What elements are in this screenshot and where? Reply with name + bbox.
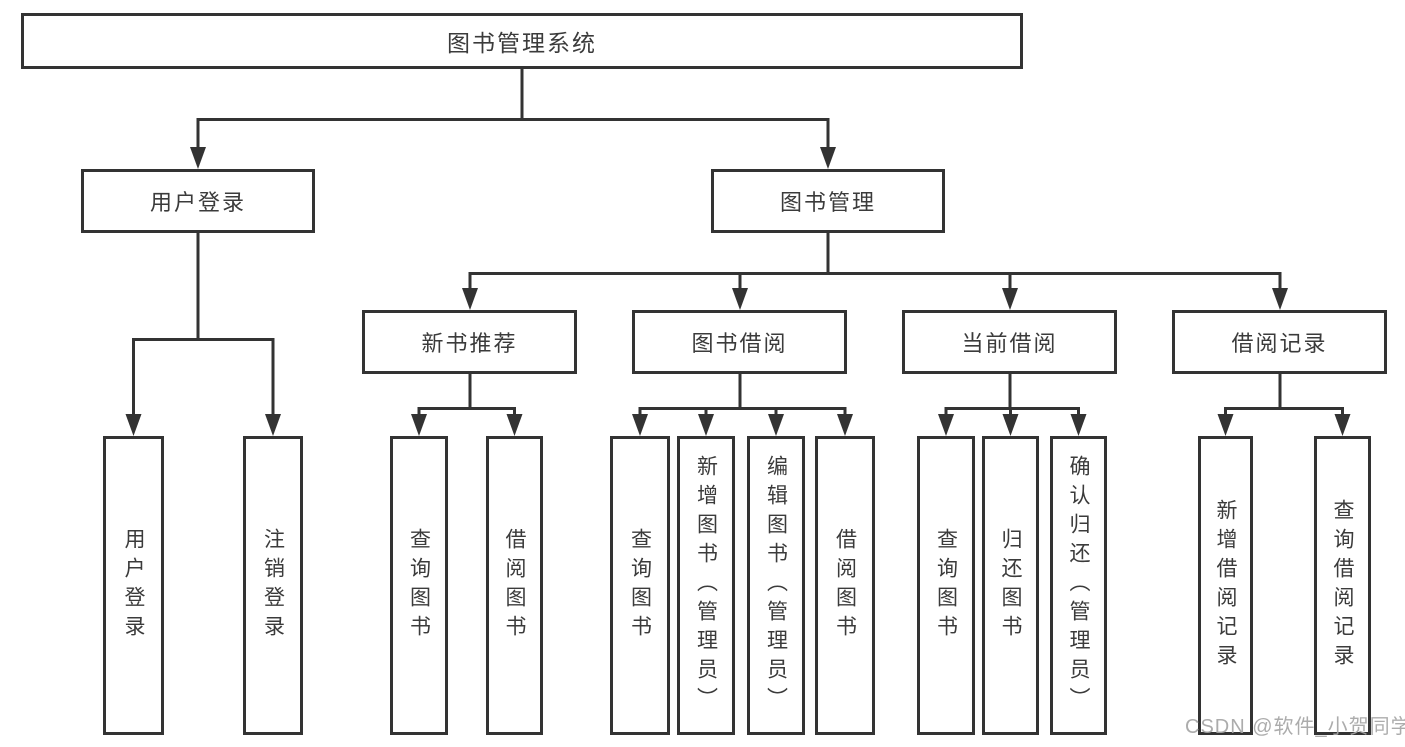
connector-login-split xyxy=(132,233,275,417)
node-label: 查询图书 xyxy=(628,527,652,644)
leaf-bb-add-books-admin: 新增图书（管理员） xyxy=(677,436,735,735)
arrow-down-icon xyxy=(1070,414,1087,436)
connector-current-borrow-split xyxy=(944,374,1080,417)
arrow-down-icon xyxy=(732,288,748,310)
node-label: 借阅记录 xyxy=(1231,331,1328,356)
arrow-down-icon xyxy=(698,414,714,436)
leaf-bb-edit-books-admin: 编辑图书（管理员） xyxy=(747,436,805,735)
arrow-down-icon xyxy=(265,414,281,436)
leaf-logout: 注销登录 xyxy=(243,436,303,735)
leaf-cb-return-books: 归还图书 xyxy=(982,436,1039,735)
arrow-down-icon xyxy=(1272,288,1288,310)
leaf-cb-query-books: 查询图书 xyxy=(917,436,975,735)
arrow-down-icon xyxy=(1217,414,1234,436)
arrow-down-icon xyxy=(820,147,836,169)
arrow-down-icon xyxy=(190,147,206,169)
node-label: 查询借阅记录 xyxy=(1331,498,1354,673)
leaf-user-login: 用户登录 xyxy=(103,436,164,735)
node-borrow-records: 借阅记录 xyxy=(1172,310,1387,374)
leaf-rec-query-record: 查询借阅记录 xyxy=(1314,436,1371,735)
arrow-down-icon xyxy=(1334,414,1351,436)
node-label: 新书推荐 xyxy=(421,331,518,356)
node-label: 确认归还（管理员） xyxy=(1067,455,1090,716)
arrow-down-icon xyxy=(938,414,954,436)
leaf-cb-confirm-return-admin: 确认归还（管理员） xyxy=(1050,436,1107,735)
connector-management-split xyxy=(468,233,1282,291)
connector-records-split xyxy=(1224,374,1344,417)
node-book-borrow: 图书借阅 xyxy=(632,310,847,374)
leaf-bb-query-books: 查询图书 xyxy=(610,436,670,735)
arrow-down-icon xyxy=(411,414,427,436)
arrow-down-icon xyxy=(632,414,648,436)
node-label: 注销登录 xyxy=(261,527,285,644)
connector-new-book-split xyxy=(417,374,516,417)
arrow-down-icon xyxy=(462,288,478,310)
node-label: 新增图书（管理员） xyxy=(694,455,718,716)
node-label: 借阅图书 xyxy=(503,527,526,644)
node-label: 查询图书 xyxy=(934,527,958,644)
leaf-rec-add-record: 新增借阅记录 xyxy=(1198,436,1253,735)
connector-book-borrow-split xyxy=(638,374,847,417)
arrow-down-icon xyxy=(506,414,523,436)
node-user-login: 用户登录 xyxy=(81,169,315,233)
node-label: 图书管理 xyxy=(779,190,876,215)
arrow-down-icon xyxy=(125,414,142,436)
node-book-management: 图书管理 xyxy=(711,169,945,233)
node-library-system: 图书管理系统 xyxy=(21,13,1023,69)
node-label: 当前借阅 xyxy=(961,331,1058,356)
connector-root-split xyxy=(196,69,830,150)
leaf-nb-query-books: 查询图书 xyxy=(390,436,448,735)
node-label: 新增借阅记录 xyxy=(1214,498,1237,673)
leaf-nb-borrow-books: 借阅图书 xyxy=(486,436,543,735)
node-label: 图书借阅 xyxy=(691,331,788,356)
node-label: 用户登录 xyxy=(122,527,145,644)
arrow-down-icon xyxy=(1002,414,1019,436)
node-label: 图书管理系统 xyxy=(447,30,597,56)
arrow-down-icon xyxy=(1002,288,1018,310)
node-label: 归还图书 xyxy=(999,527,1022,644)
arrow-down-icon xyxy=(768,414,784,436)
node-label: 查询图书 xyxy=(407,527,431,644)
csdn-watermark: CSDN @软件_小贺同学 xyxy=(1185,716,1405,738)
node-current-borrow: 当前借阅 xyxy=(902,310,1117,374)
arrow-down-icon xyxy=(837,414,853,436)
node-label: 编辑图书（管理员） xyxy=(764,455,788,716)
node-label: 借阅图书 xyxy=(833,527,857,644)
node-new-book-recommend: 新书推荐 xyxy=(362,310,577,374)
node-label: 用户登录 xyxy=(149,190,246,215)
leaf-bb-borrow-books: 借阅图书 xyxy=(815,436,875,735)
